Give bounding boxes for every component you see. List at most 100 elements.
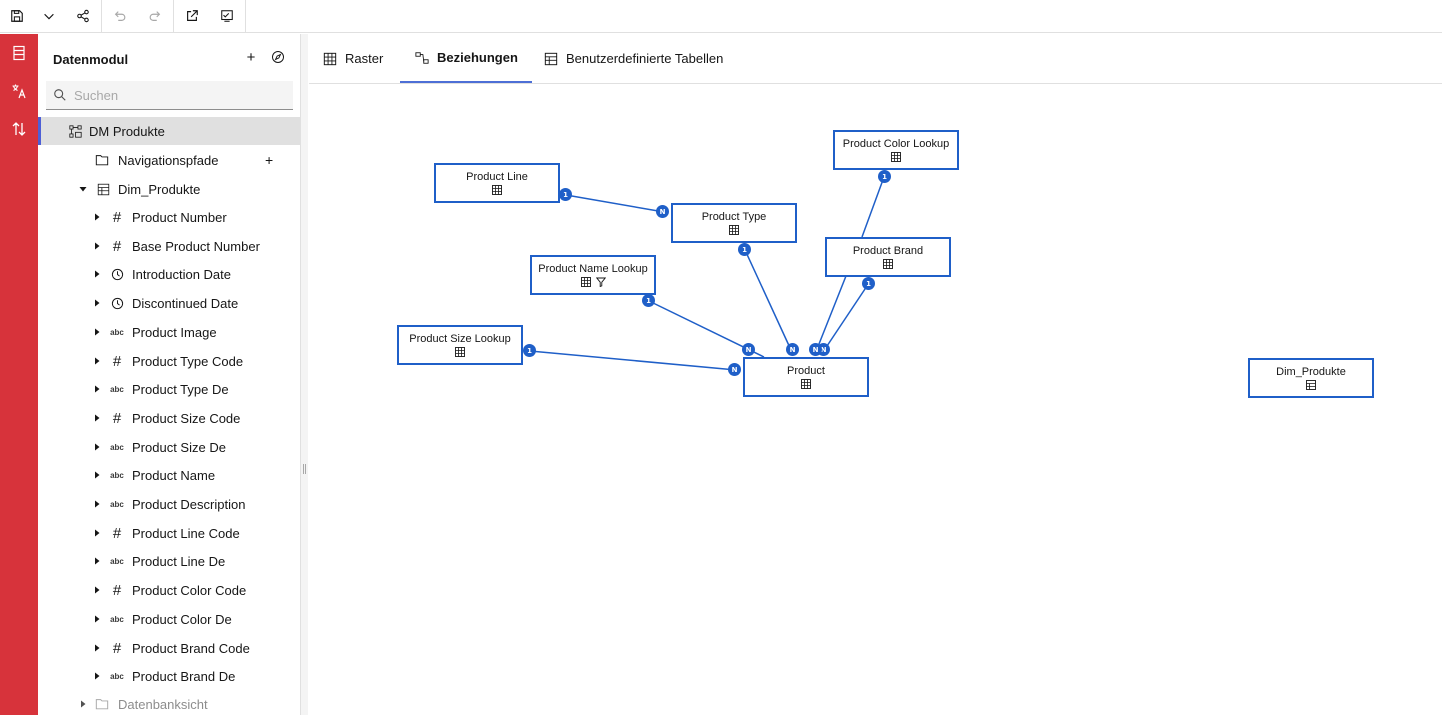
launch-icon[interactable] — [175, 0, 209, 32]
caret-right-icon[interactable] — [92, 413, 102, 423]
tree-column-item[interactable]: #Product Type Code — [38, 347, 300, 375]
save-icon[interactable] — [0, 0, 34, 32]
tree-item-navigationspfade[interactable]: Navigationspfade + — [38, 146, 300, 174]
node-product[interactable]: Product — [743, 357, 869, 397]
tree-column-item[interactable]: #Product Brand Code — [38, 634, 300, 662]
tab-benutzerdefinierte-tabellen[interactable]: Benutzerdefinierte Tabellen — [544, 34, 723, 83]
compass-icon[interactable] — [271, 50, 287, 66]
text-type-icon: abc — [110, 499, 124, 509]
caret-right-icon[interactable] — [92, 585, 102, 595]
tree-column-item[interactable]: #Product Color Code — [38, 576, 300, 604]
splitter-grip[interactable] — [303, 464, 306, 474]
caret-down-icon[interactable] — [78, 184, 88, 194]
caret-right-icon[interactable] — [92, 384, 102, 394]
data-source-icon[interactable] — [0, 34, 38, 72]
node-product-color-lookup[interactable]: Product Color Lookup — [833, 130, 959, 170]
column-label: Introduction Date — [132, 266, 232, 282]
caret-right-icon[interactable] — [92, 269, 102, 279]
add-navigation-path-icon[interactable]: + — [265, 152, 274, 168]
text-type-icon: abc — [110, 556, 124, 566]
node-label: Product — [787, 365, 825, 377]
caret-right-icon[interactable] — [92, 442, 102, 452]
data-module-icon — [68, 124, 82, 138]
caret-right-icon[interactable] — [92, 212, 102, 222]
add-icon[interactable]: + — [246, 49, 256, 66]
tree-item-datenbanksicht[interactable]: Datenbanksicht — [38, 690, 300, 715]
grid-icon — [323, 52, 337, 65]
undo-icon[interactable] — [103, 0, 137, 32]
tab-raster[interactable]: Raster — [323, 34, 383, 83]
node-product-name-lookup[interactable]: Product Name Lookup — [530, 255, 656, 295]
panel-splitter[interactable] — [300, 34, 308, 715]
folder-icon — [95, 697, 109, 711]
caret-right-icon[interactable] — [92, 528, 102, 538]
link-line-product-color-lookup[interactable] — [861, 176, 885, 238]
tree-column-item[interactable]: abc Product Line De — [38, 547, 300, 575]
translate-icon[interactable] — [0, 72, 38, 110]
tree-column-item[interactable]: #Product Line Code — [38, 519, 300, 547]
node-product-line[interactable]: Product Line — [434, 163, 560, 203]
node-label: Dim_Produkte — [1276, 366, 1346, 378]
tree-column-item[interactable]: #Product Size Code — [38, 404, 300, 432]
node-dim-produkte[interactable]: Dim_Produkte — [1248, 358, 1374, 398]
caret-right-icon[interactable] — [92, 643, 102, 653]
cardinality-one-badge: 1 — [559, 188, 572, 201]
caret-right-icon[interactable] — [92, 499, 102, 509]
tree-column-item[interactable]: Discontinued Date — [38, 289, 300, 317]
link-line-product-type[interactable] — [744, 249, 792, 351]
relationship-diagram[interactable]: Product Line Product Type Product Color … — [309, 85, 1442, 715]
caret-right-icon[interactable] — [92, 327, 102, 337]
link-line-product-brand-b[interactable] — [824, 282, 870, 350]
node-label: Product Line — [466, 171, 528, 183]
column-label: Product Color De — [132, 611, 232, 627]
link-line-product-brand-a[interactable] — [816, 275, 847, 350]
caret-right-icon[interactable] — [92, 470, 102, 480]
cardinality-one-badge: 1 — [523, 344, 536, 357]
node-product-size-lookup[interactable]: Product Size Lookup — [397, 325, 523, 365]
validate-icon[interactable] — [210, 0, 244, 32]
column-label: Product Size De — [132, 439, 226, 455]
share-icon[interactable] — [66, 0, 100, 32]
redo-icon[interactable] — [138, 0, 172, 32]
tree-column-item[interactable]: abc Product Name — [38, 461, 300, 489]
tab-label: Beziehungen — [437, 50, 518, 65]
cardinality-many-badge: N — [809, 343, 822, 356]
caret-right-icon[interactable] — [92, 241, 102, 251]
tree-root-dm-produkte[interactable]: DM Produkte — [38, 117, 300, 145]
search-icon — [54, 89, 66, 101]
caret-right-icon[interactable] — [92, 671, 102, 681]
table-icon — [729, 225, 739, 235]
tab-beziehungen[interactable]: Beziehungen — [400, 34, 532, 83]
text-type-icon: abc — [110, 327, 124, 337]
node-label: Product Name Lookup — [538, 263, 648, 275]
caret-right-icon[interactable] — [78, 699, 88, 709]
caret-right-icon[interactable] — [92, 556, 102, 566]
tree-column-item[interactable]: #Base Product Number — [38, 232, 300, 260]
column-label: Product Line De — [132, 553, 226, 569]
link-line-product-size-lookup[interactable] — [529, 350, 737, 371]
node-product-type[interactable]: Product Type — [671, 203, 797, 243]
table-icon — [580, 277, 591, 287]
tree-column-item[interactable]: Introduction Date — [38, 260, 300, 288]
search-input[interactable] — [74, 85, 284, 105]
table-icon — [891, 152, 901, 162]
number-type-icon: # — [112, 639, 122, 657]
chevron-down-icon[interactable] — [32, 0, 66, 32]
link-line-product-line[interactable] — [565, 194, 665, 213]
node-product-brand[interactable]: Product Brand — [825, 237, 951, 277]
tree-root-label: DM Produkte — [89, 123, 165, 139]
sort-icon[interactable] — [0, 110, 38, 148]
caret-right-icon[interactable] — [92, 614, 102, 624]
tree-column-item[interactable]: #Product Number — [38, 203, 300, 231]
caret-right-icon[interactable] — [92, 356, 102, 366]
text-type-icon: abc — [110, 470, 124, 480]
column-label: Product Name — [132, 467, 216, 483]
caret-right-icon[interactable] — [92, 298, 102, 308]
tree-item-dim-produkte[interactable]: Dim_Produkte — [38, 175, 300, 203]
